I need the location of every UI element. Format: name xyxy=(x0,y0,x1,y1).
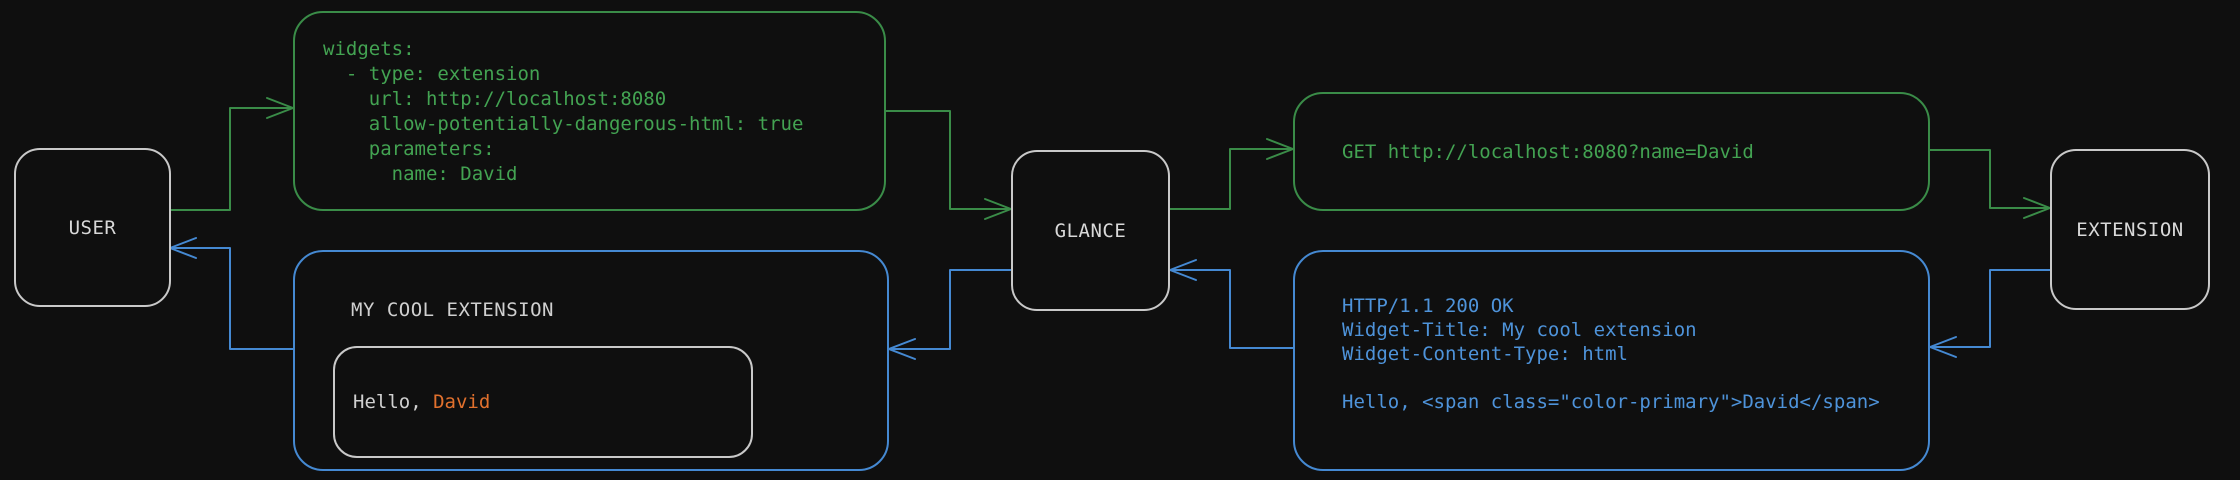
config-yaml-code: widgets: - type: extension url: http://l… xyxy=(323,38,804,185)
http-response-code: HTTP/1.1 200 OK Widget-Title: My cool ex… xyxy=(1342,295,1880,413)
http-request-box: GET http://localhost:8080?name=David xyxy=(1293,92,1930,211)
greeting-name: David xyxy=(433,391,491,413)
node-glance: GLANCE xyxy=(1011,150,1170,311)
arrow-response-to-glance xyxy=(1169,259,1294,349)
widget-content-frame: Hello, David xyxy=(333,346,753,458)
config-yaml-box: widgets: - type: extension url: http://l… xyxy=(293,11,886,211)
greeting-prefix: Hello, xyxy=(353,391,434,413)
arrow-extension-to-response xyxy=(1929,269,2051,358)
widget-greeting: Hello, David xyxy=(335,391,490,413)
node-user: USER xyxy=(14,148,171,307)
http-request-line: GET http://localhost:8080?name=David xyxy=(1342,140,1754,163)
arrow-glance-to-widget xyxy=(888,269,1012,360)
http-response-box: HTTP/1.1 200 OK Widget-Title: My cool ex… xyxy=(1293,250,1930,471)
arrow-request-to-extension xyxy=(1929,149,2051,219)
node-extension: EXTENSION xyxy=(2050,149,2210,310)
arrow-config-to-glance xyxy=(885,110,1012,220)
node-extension-label: EXTENSION xyxy=(2076,218,2184,241)
arrow-user-to-config xyxy=(169,97,294,211)
arrow-widget-to-user xyxy=(169,237,294,350)
node-user-label: USER xyxy=(68,216,117,239)
rendered-widget-box: MY COOL EXTENSION Hello, David xyxy=(293,250,889,471)
widget-title: MY COOL EXTENSION xyxy=(351,299,554,321)
arrow-glance-to-request xyxy=(1169,138,1294,210)
node-glance-label: GLANCE xyxy=(1054,219,1127,242)
